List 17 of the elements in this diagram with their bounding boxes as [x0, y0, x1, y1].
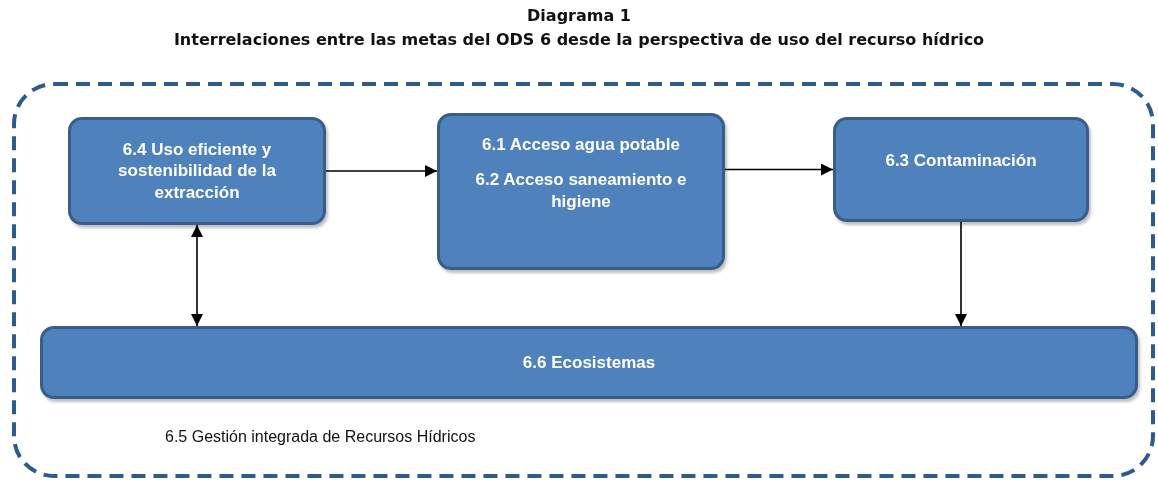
goal-text: 6.1 Acceso agua potable: [482, 134, 680, 156]
goal-box: [40, 326, 1138, 399]
diagram-subtitle: Interrelaciones entre las metas del ODS 6 desde la perspectiva de uso del recurso hídrico: [173, 30, 985, 49]
goal-text: 6.3 Contaminación: [885, 150, 1037, 172]
goal-box: [68, 117, 326, 225]
goal-text: 6.4 Uso eficiente y sostenibilidad de la extracción: [117, 139, 277, 203]
goal-box: [833, 117, 1089, 222]
goal-text: 6.2 Acceso saneamiento e higiene: [474, 169, 688, 212]
arrow: [724, 163, 834, 176]
dashed-region: [12, 82, 1155, 478]
arrow: [325, 165, 438, 177]
region-label: 6.5 Gestión integrada de Recursos Hídricos: [165, 428, 476, 446]
goal-box: [437, 113, 725, 270]
arrow: [191, 224, 203, 327]
goal-text: 6.6 Ecosistemas: [522, 351, 656, 374]
arrow: [955, 221, 967, 327]
diagram-title: Diagrama 1: [527, 6, 631, 25]
